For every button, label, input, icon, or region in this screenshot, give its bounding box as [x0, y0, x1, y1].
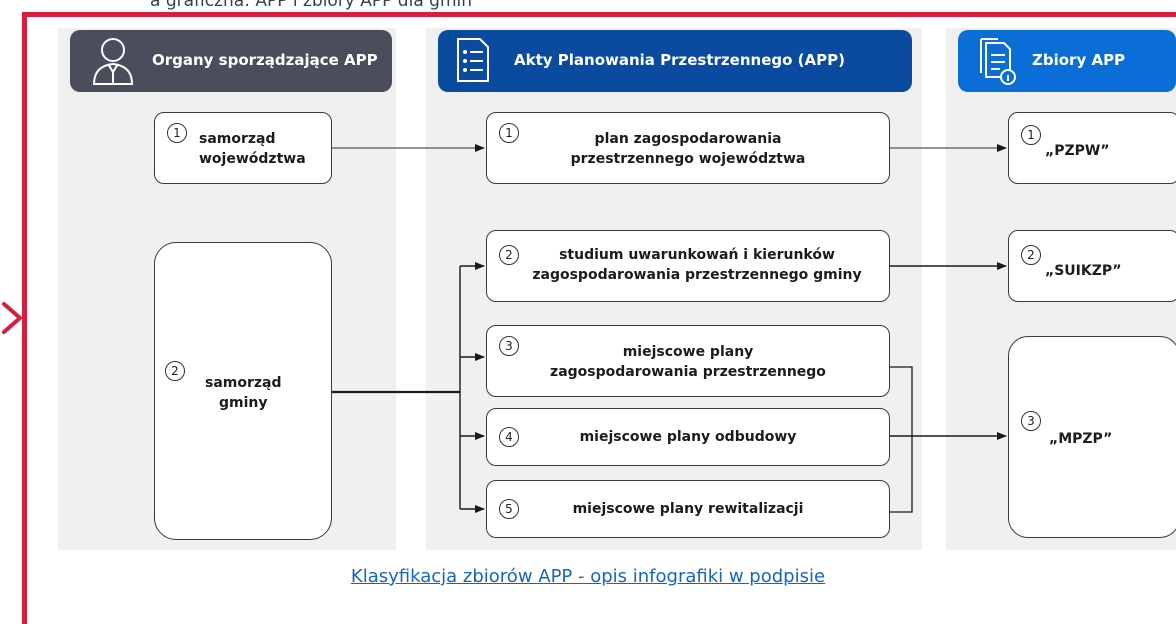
acts-header-title: Akty Planowania Przestrzennego (APP) — [514, 51, 845, 69]
number-badge: 1 — [1021, 125, 1041, 145]
number-badge: 2 — [1021, 245, 1041, 265]
set-label: „MPZP” — [1049, 431, 1113, 447]
set-label: „PZPW” — [1045, 143, 1110, 159]
person-icon — [92, 38, 134, 85]
act-label: studium uwarunkowań i kierunków zagospod… — [532, 247, 862, 283]
organ-label: samorząd gminy — [205, 375, 282, 411]
pointer-arrow-icon — [2, 302, 22, 334]
act-node-3: 3 miejscowe plany zagospodarowania przes… — [486, 325, 890, 397]
number-badge: 2 — [165, 361, 185, 381]
document-list-icon — [457, 38, 489, 82]
act-label: miejscowe plany rewitalizacji — [572, 501, 804, 517]
number-badge: 1 — [167, 123, 187, 143]
act-node-5: 5 miejscowe plany rewitalizacji — [486, 480, 890, 538]
cut-off-heading: a graficzna: APP i zbiory APP dla gmin — [150, 0, 472, 11]
set-node-suikzp: 2 „SUIKZP” — [1008, 230, 1176, 302]
organ-label: samorząd województwa — [199, 131, 306, 167]
number-badge: 4 — [499, 427, 519, 447]
act-node-2: 2 studium uwarunkowań i kierunków zagosp… — [486, 230, 890, 302]
act-node-1: 1 plan zagospodarowania przestrzennego w… — [486, 112, 890, 184]
act-node-4: 4 miejscowe plany odbudowy — [486, 408, 890, 466]
organs-header-title: Organy sporządzające APP — [152, 51, 378, 69]
acts-header: Akty Planowania Przestrzennego (APP) — [438, 30, 912, 92]
number-badge: 1 — [499, 123, 519, 143]
act-label: miejscowe plany zagospodarowania przestr… — [550, 344, 826, 380]
set-node-mpzp: 3 „MPZP” — [1008, 336, 1176, 538]
act-label: miejscowe plany odbudowy — [579, 429, 797, 445]
sets-header-title: Zbiory APP — [1032, 51, 1126, 69]
number-badge: 3 — [1021, 411, 1041, 431]
documents-info-icon — [980, 38, 1016, 85]
number-badge: 3 — [499, 336, 519, 356]
set-label: „SUIKZP” — [1045, 263, 1122, 279]
organ-node-voivodeship: 1 samorząd województwa — [154, 112, 332, 184]
sets-header: Zbiory APP — [958, 30, 1176, 92]
infographic-description-link[interactable]: Klasyfikacja zbiorów APP - opis infograf… — [350, 566, 826, 587]
number-badge: 5 — [499, 499, 519, 519]
set-node-pzpw: 1 „PZPW” — [1008, 112, 1176, 184]
number-badge: 2 — [499, 245, 519, 265]
act-label: plan zagospodarowania przestrzennego woj… — [570, 131, 806, 167]
organs-header: Organy sporządzające APP — [70, 30, 392, 92]
organ-node-municipality: 2 samorząd gminy — [154, 242, 332, 540]
